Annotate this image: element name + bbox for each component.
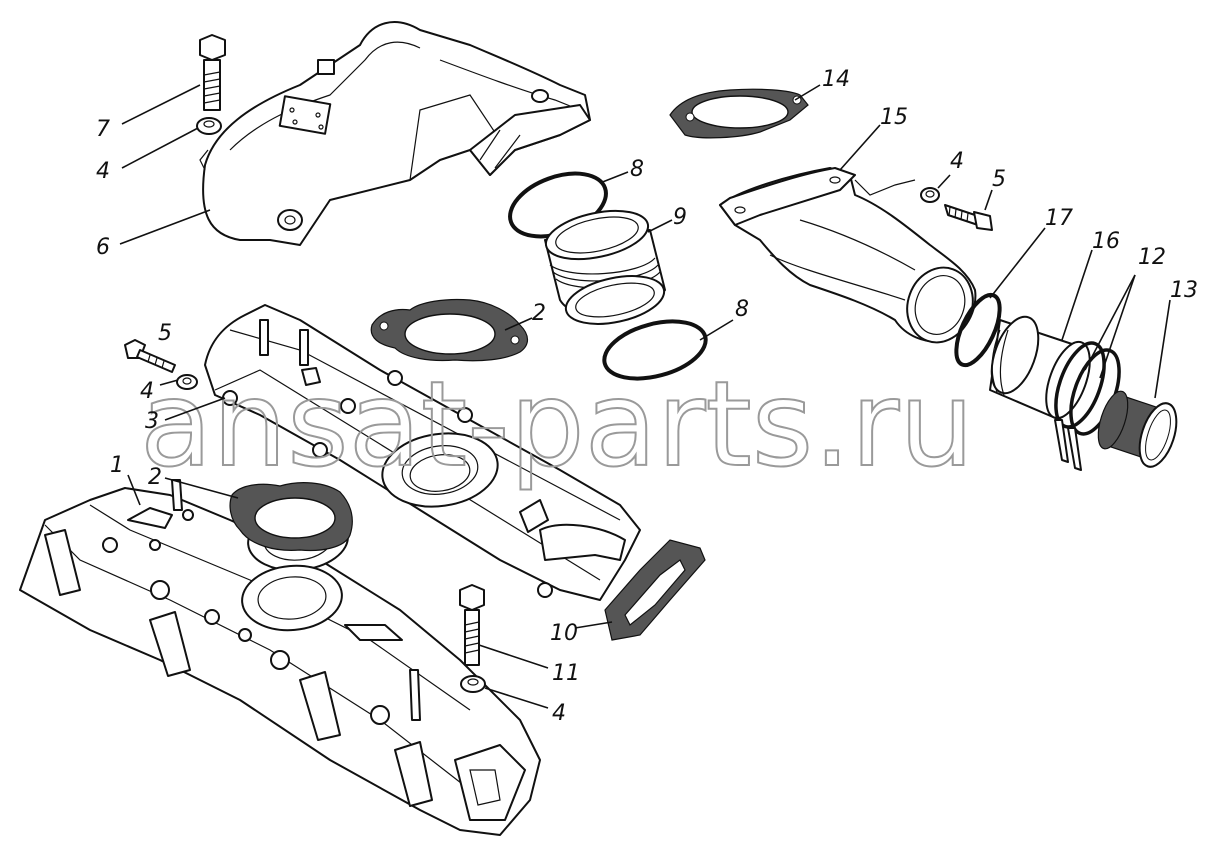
callout-4: 4: [950, 149, 964, 174]
part-10-gasket: [604, 539, 706, 641]
part-5-bolt-right: [944, 204, 993, 231]
callout-11: 11: [552, 661, 580, 686]
part-9-sleeve: [544, 209, 666, 325]
callout-12: 12: [1138, 245, 1166, 270]
callout-17: 17: [1045, 206, 1073, 231]
leader-lines: [119, 84, 1171, 709]
callout-1: 1: [110, 453, 124, 478]
part-3-manifold: [204, 304, 641, 601]
part-17-ring: [954, 292, 1002, 368]
part-14-gasket: [669, 88, 809, 139]
part-7-bolt: [199, 34, 226, 111]
part-4-washer-left: [176, 374, 198, 390]
callout-10: 10: [550, 621, 578, 646]
callout-3: 3: [145, 409, 159, 434]
callout-5: 5: [992, 167, 1006, 192]
part-6-intake-cover: [199, 21, 591, 246]
callout-4: 4: [96, 159, 110, 184]
callout-5: 5: [158, 321, 172, 346]
callout-2: 2: [532, 301, 546, 326]
callout-2: 2: [148, 465, 162, 490]
part-13-sleeve: [1097, 390, 1178, 468]
part-2-gasket-mid: [370, 298, 529, 362]
callout-6: 6: [96, 235, 110, 260]
callout-labels: 7 4 6 14 8 9 15 4 5 17 16 12 13 2 8 5 4 …: [96, 67, 1198, 726]
callout-9: 9: [673, 205, 687, 230]
part-4-washer-right: [920, 187, 940, 203]
part-16-hose: [989, 315, 1091, 421]
callout-14: 14: [822, 67, 850, 92]
watermark-text: ansat-parts.ru: [140, 355, 974, 493]
callout-15: 15: [880, 105, 908, 130]
callout-8: 8: [735, 297, 749, 322]
callout-8: 8: [630, 157, 644, 182]
part-4-washer-top: [196, 117, 222, 135]
callout-13: 13: [1170, 278, 1198, 303]
part-2-gasket-lower: [229, 482, 353, 552]
callout-7: 7: [96, 117, 110, 142]
part-5-bolt-left: [124, 339, 176, 373]
part-15-elbow-pipe: [719, 167, 977, 344]
callout-4: 4: [140, 379, 154, 404]
part-4-washer-bottom: [460, 675, 486, 693]
callout-4: 4: [552, 701, 566, 726]
part-11-bolt: [459, 584, 485, 666]
callout-16: 16: [1092, 229, 1120, 254]
